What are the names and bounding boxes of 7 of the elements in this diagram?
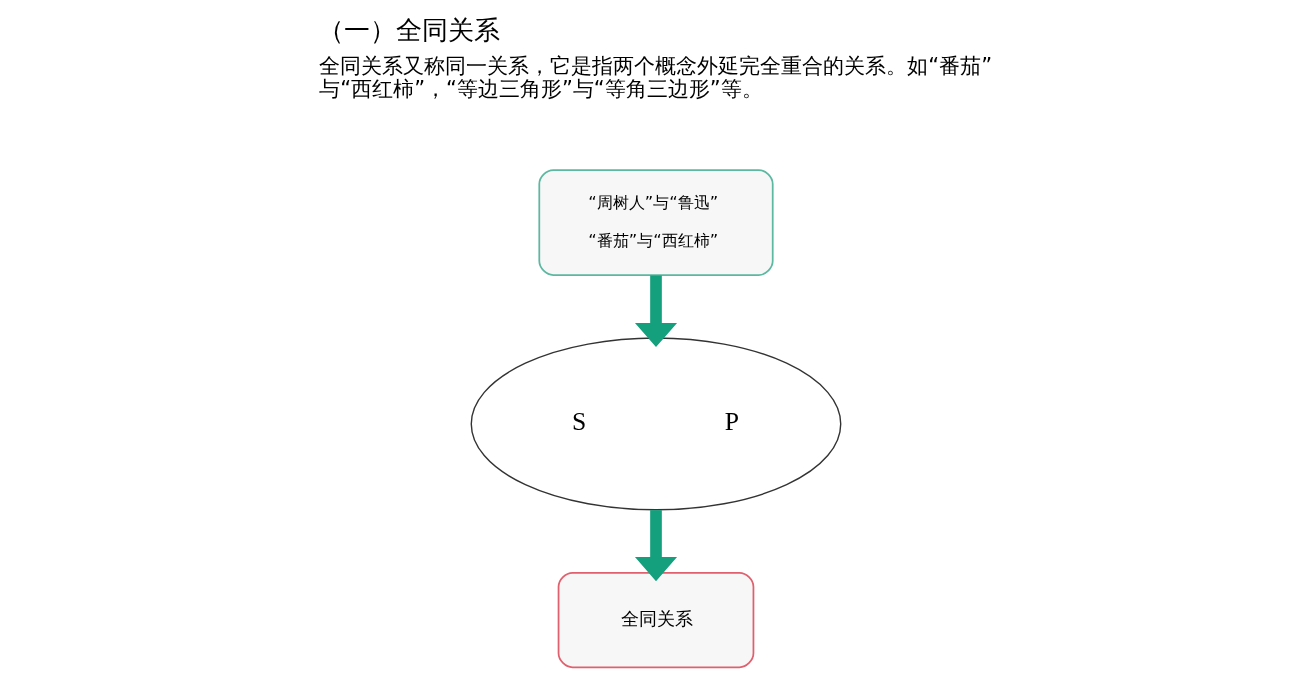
label: 全同关系又称同一关系，它是指两个概念外延完全重合的关系。如“番茄”与“西红柿”，“等边三角形”与“等角三边形”等。 <box>319 52 993 101</box>
node-box: 全同关系 <box>557 571 755 668</box>
node-box: “周树人”与“鲁迅” “番茄”与“西红柿” <box>538 168 774 276</box>
node-ellipse: S P <box>470 336 842 510</box>
diagram-title: （一）全同关系 <box>317 14 500 45</box>
arrow <box>634 275 678 347</box>
arrow <box>634 509 678 581</box>
